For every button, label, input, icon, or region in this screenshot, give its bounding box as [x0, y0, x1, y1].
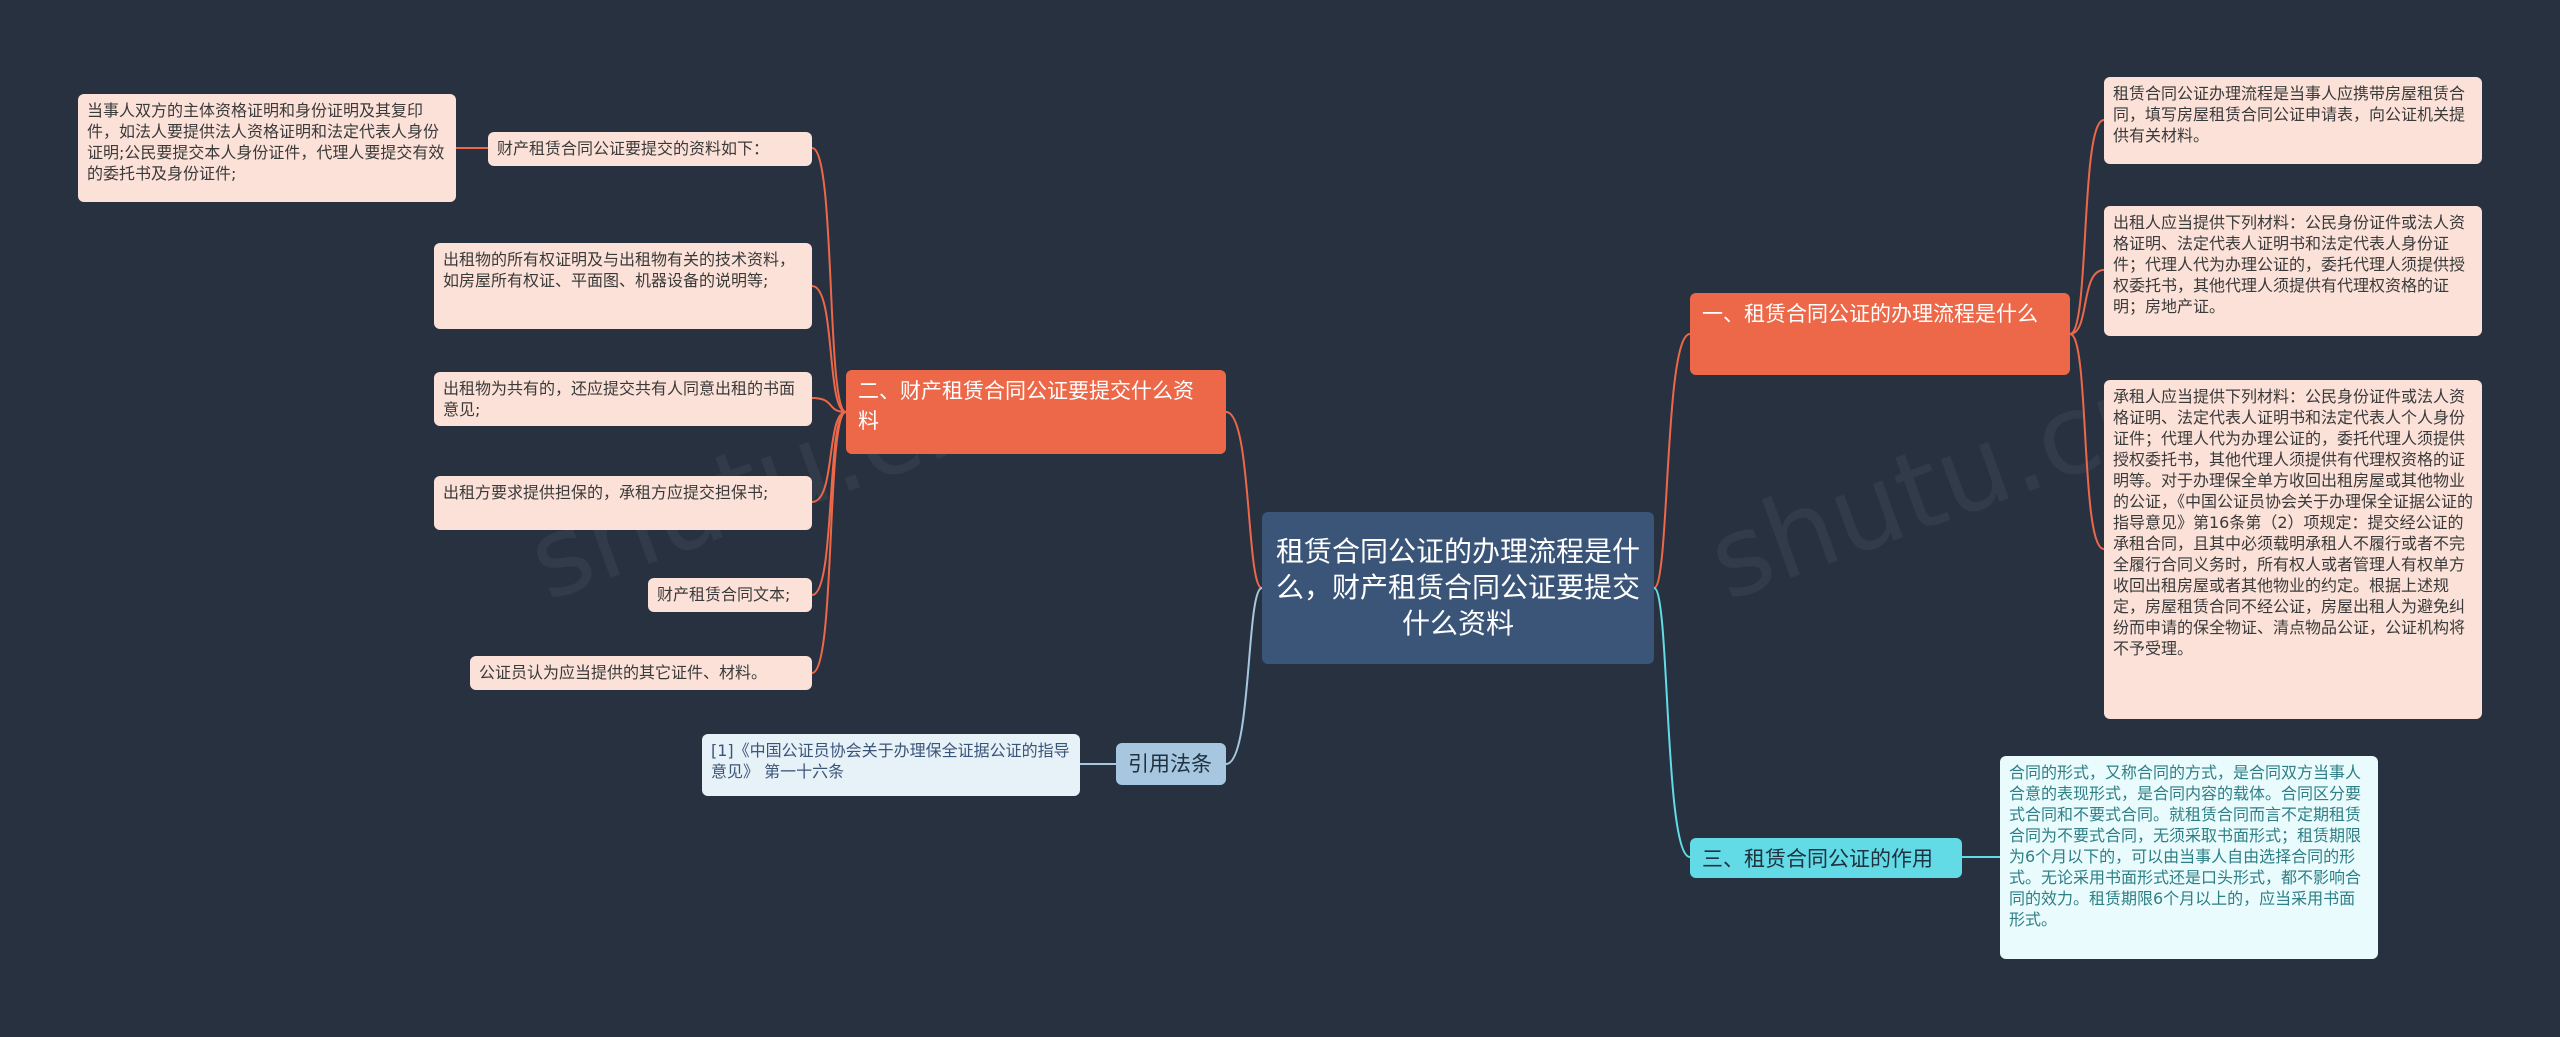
- branch-process[interactable]: 一、租赁合同公证的办理流程是什么: [1690, 293, 2070, 375]
- materials-leaf-4[interactable]: 财产租赁合同文本;: [648, 578, 812, 612]
- process-leaf-1[interactable]: 租赁合同公证办理流程是当事人应携带房屋租赁合同，填写房屋租赁合同公证申请表，向公…: [2104, 77, 2482, 164]
- root-topic[interactable]: 租赁合同公证的办理流程是什么，财产租赁合同公证要提交什么资料: [1262, 512, 1654, 664]
- connector-root-b3: [1653, 587, 1691, 858]
- connector-b1-leaf2: [2069, 269, 2105, 335]
- connector-b2-leaf2: [811, 397, 847, 413]
- connector-b2-leaf1: [811, 285, 847, 413]
- materials-leaf-1[interactable]: 出租物的所有权证明及与出租物有关的技术资料，如房屋所有权证、平面图、机器设备的说…: [434, 243, 812, 329]
- materials-sub-leaf[interactable]: 当事人双方的主体资格证明和身份证明及其复印件，如法人要提供法人资格证明和法定代表…: [78, 94, 456, 202]
- materials-leaf-2[interactable]: 出租物为共有的，还应提交共有人同意出租的书面意见;: [434, 372, 812, 426]
- branch-function[interactable]: 三、租赁合同公证的作用: [1690, 838, 1962, 878]
- cited-law-leaf[interactable]: [1]《中国公证员协会关于办理保全证据公证的指导意见》 第一十六条: [702, 734, 1080, 796]
- branch-materials[interactable]: 二、财产租赁合同公证要提交什么资料: [846, 370, 1226, 454]
- connector-b1-leaf1: [2069, 119, 2105, 335]
- materials-sub-topic[interactable]: 财产租赁合同公证要提交的资料如下：: [488, 132, 812, 166]
- connector-b2-leaf3: [811, 411, 847, 503]
- connector-b1-leaf3: [2069, 333, 2105, 550]
- connector-root-b1: [1653, 333, 1691, 589]
- materials-leaf-5[interactable]: 公证员认为应当提供的其它证件、材料。: [470, 656, 812, 690]
- connector-root-b2: [1225, 411, 1263, 589]
- materials-leaf-3[interactable]: 出租方要求提供担保的，承租方应提交担保书;: [434, 476, 812, 530]
- connector-b2-leaf5: [811, 411, 847, 674]
- connector-b2-sub: [811, 147, 847, 413]
- function-leaf[interactable]: 合同的形式，又称合同的方式，是合同双方当事人合意的表现形式，是合同内容的载体。合…: [2000, 756, 2378, 959]
- process-leaf-3[interactable]: 承租人应当提供下列材料：公民身份证件或法人资格证明、法定代表人证明书和法定代表人…: [2104, 380, 2482, 719]
- branch-cited-law[interactable]: 引用法条: [1116, 743, 1226, 785]
- process-leaf-2[interactable]: 出租人应当提供下列材料：公民身份证件或法人资格证明、法定代表人证明书和法定代表人…: [2104, 206, 2482, 336]
- connector-root-b4: [1225, 587, 1263, 765]
- connector-b2-leaf4: [811, 411, 847, 596]
